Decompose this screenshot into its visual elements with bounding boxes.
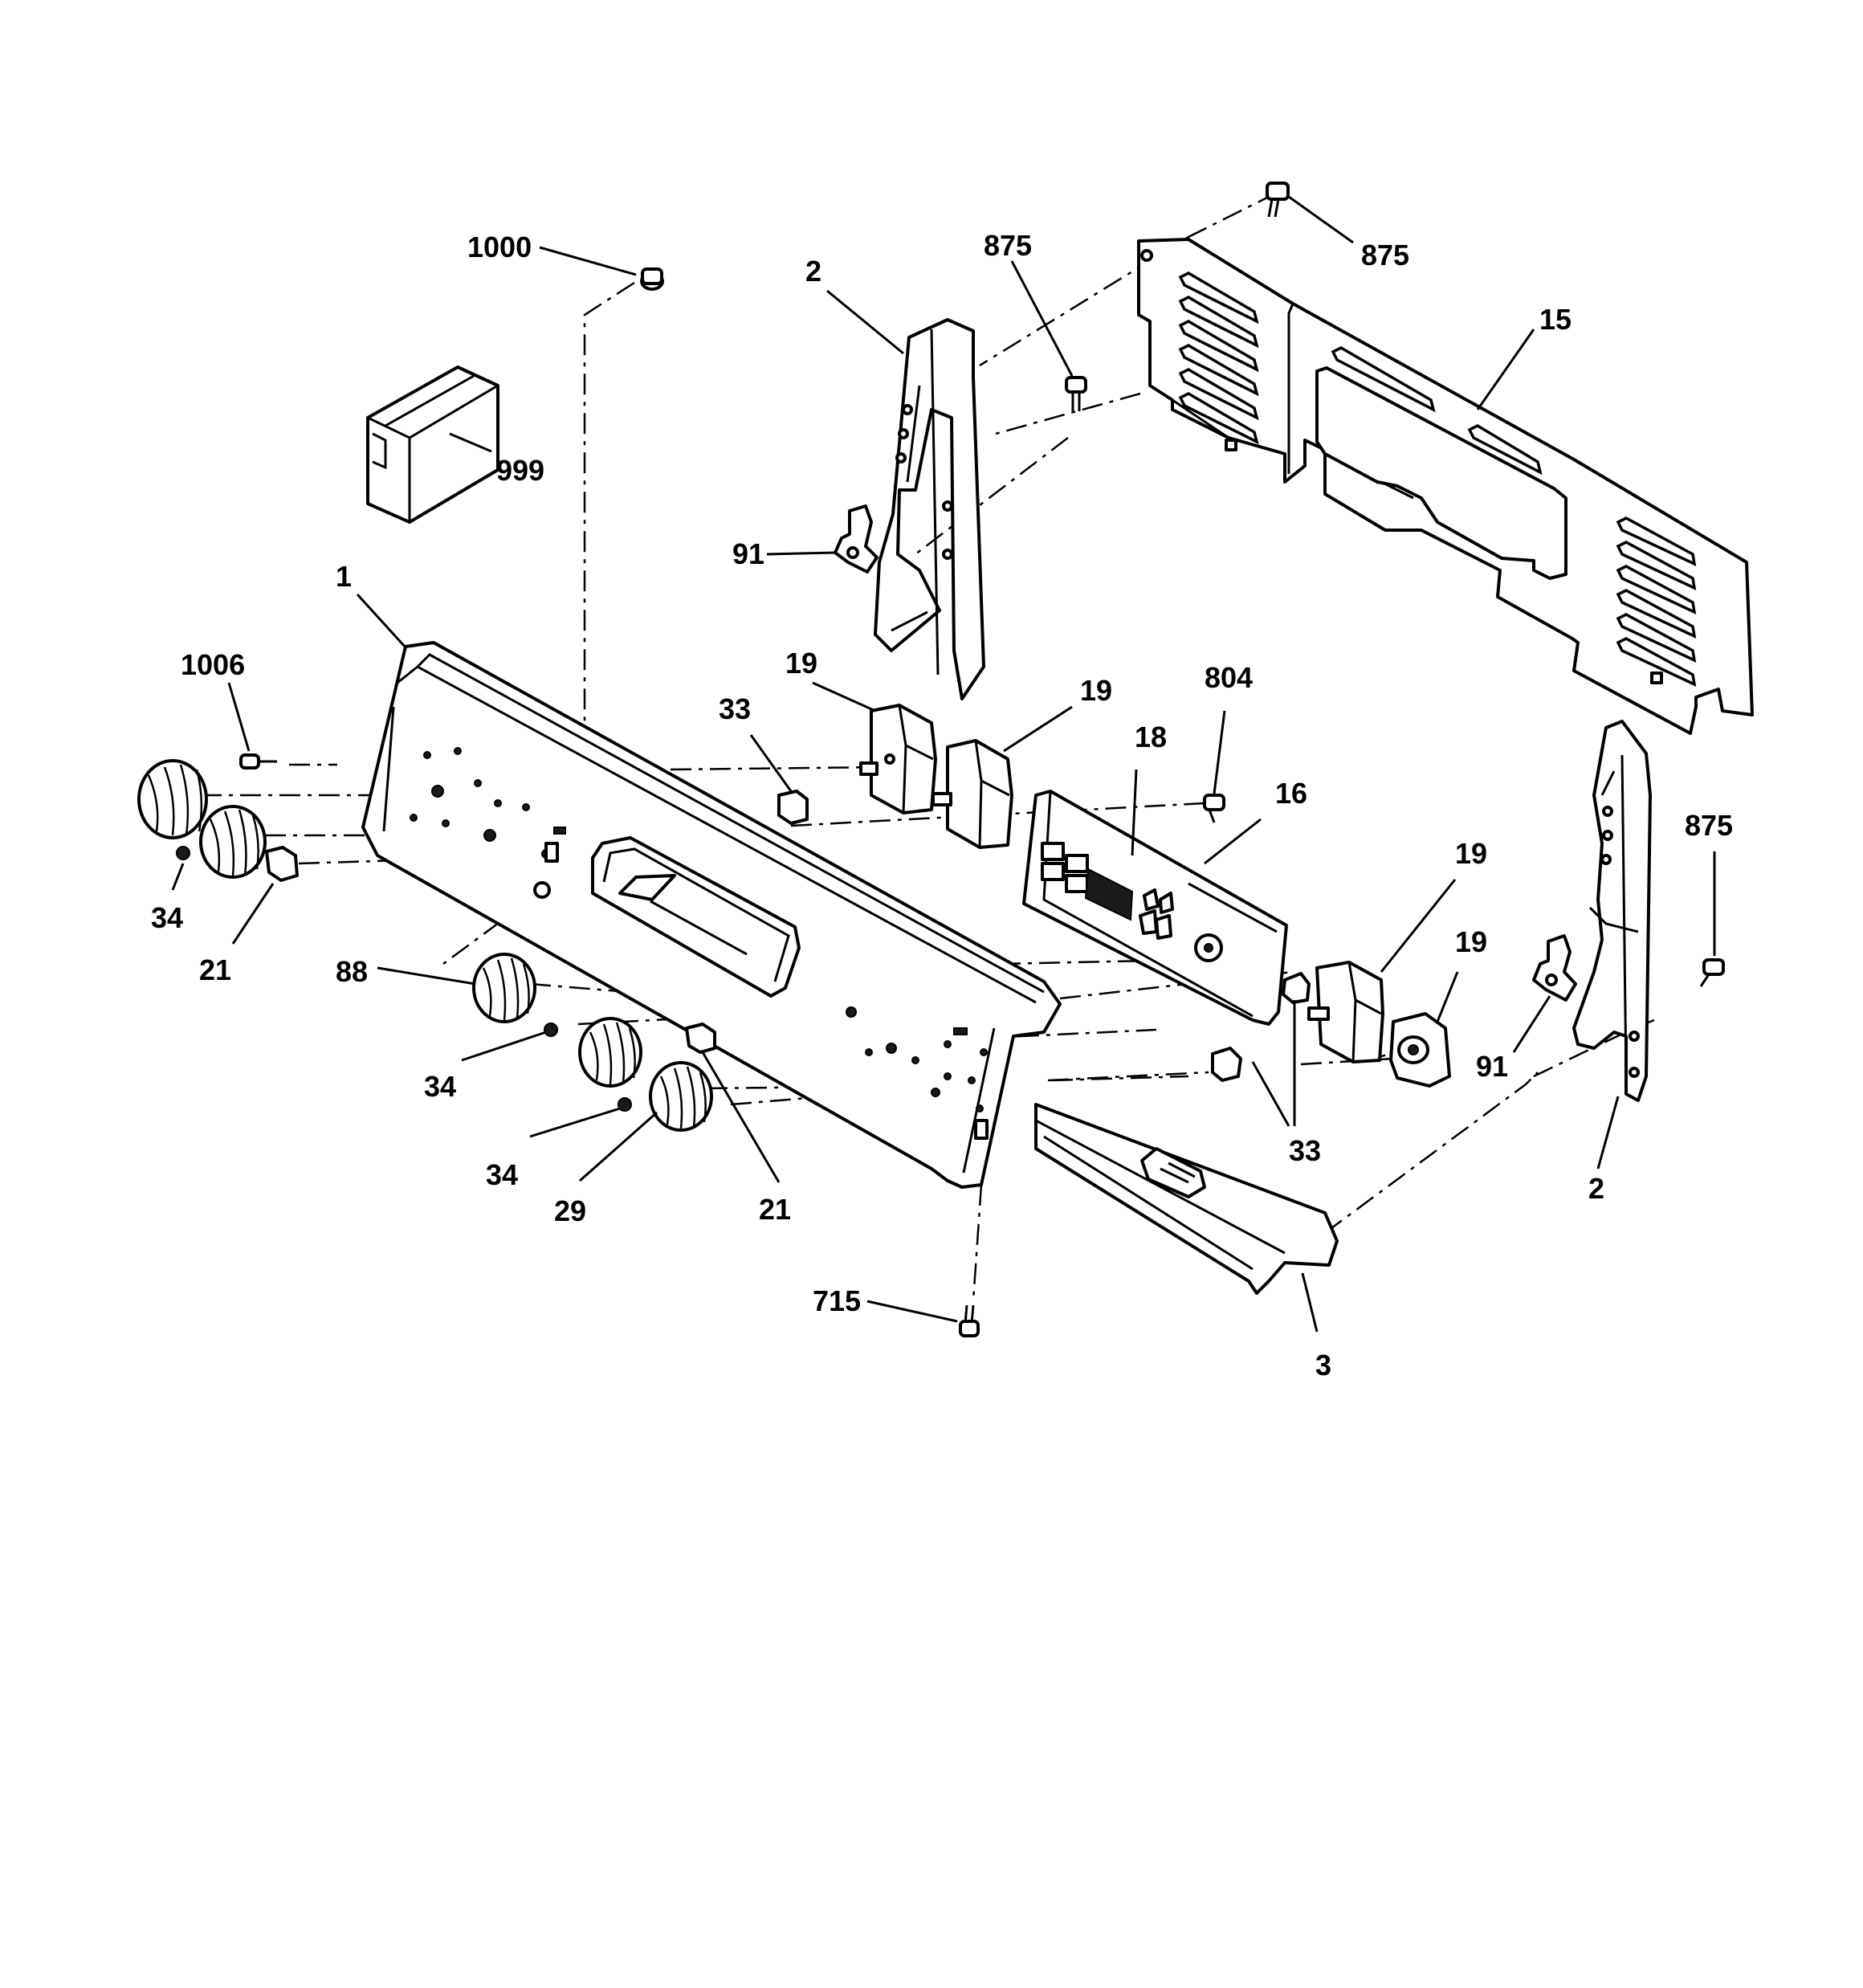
part-1-control-panel xyxy=(361,641,1062,1189)
callout-1: 1 xyxy=(336,560,352,593)
callout-804: 804 xyxy=(1205,661,1253,694)
part-16-control-board xyxy=(1022,790,1288,1026)
callout-21-b: 21 xyxy=(759,1193,791,1226)
callout-875-a: 875 xyxy=(984,229,1032,262)
knob-2 xyxy=(199,805,267,879)
callout-29: 29 xyxy=(554,1194,586,1227)
part-2-endcap-right xyxy=(1572,720,1652,1102)
callout-19-c: 19 xyxy=(1455,837,1487,870)
callout-3: 3 xyxy=(1315,1349,1331,1382)
callout-715: 715 xyxy=(813,1284,861,1317)
callout-33-a: 33 xyxy=(719,692,751,725)
callout-21-a: 21 xyxy=(199,953,231,986)
part-91-bracket-right xyxy=(1532,934,1577,1002)
part-1006-screw xyxy=(239,753,277,769)
callout-875-c: 875 xyxy=(1685,809,1733,842)
leader-lines xyxy=(171,195,1716,1333)
part-19-switch-b xyxy=(932,739,1013,849)
part-875-screw-top xyxy=(1266,182,1290,218)
callout-18: 18 xyxy=(1135,720,1167,753)
callout-33-b: 33 xyxy=(1289,1134,1321,1167)
knob-1 xyxy=(137,759,208,839)
part-34-spring-b xyxy=(544,1023,558,1037)
part-875-screw-mid xyxy=(1065,376,1087,411)
callout-15: 15 xyxy=(1539,303,1572,336)
callout-2-b: 2 xyxy=(1588,1172,1604,1205)
callout-34-a: 34 xyxy=(151,901,183,934)
callout-16: 16 xyxy=(1275,777,1307,810)
callout-91-b: 91 xyxy=(1476,1050,1508,1083)
callout-34-b: 34 xyxy=(424,1070,456,1103)
part-875-screw-right xyxy=(1699,958,1725,987)
callout-2-a: 2 xyxy=(805,255,821,288)
callout-34-c: 34 xyxy=(486,1158,518,1191)
callout-19-a: 19 xyxy=(785,647,817,680)
part-3-trim xyxy=(1034,1103,1339,1295)
part-33-clip-b xyxy=(1282,972,1311,1004)
knob-29-a xyxy=(578,1017,642,1088)
callout-875-b: 875 xyxy=(1361,239,1409,271)
knob-29-b xyxy=(649,1061,713,1132)
part-15-back-panel xyxy=(1137,238,1754,735)
part-715-screw xyxy=(959,1304,980,1337)
part-21-clip-b xyxy=(685,1023,716,1054)
callout-88: 88 xyxy=(336,955,368,988)
part-33-clip-a xyxy=(777,790,809,825)
part-999-box xyxy=(366,365,499,524)
knob-88 xyxy=(472,953,536,1023)
callout-labels: 1000 999 1 1006 34 21 88 34 34 29 21 715… xyxy=(151,229,1733,1382)
callout-19-d: 19 xyxy=(1455,925,1487,958)
part-19-switch-c xyxy=(1307,961,1384,1063)
part-19-switch-d xyxy=(1389,1012,1451,1088)
callout-19-b: 19 xyxy=(1080,674,1112,707)
part-34-spring-a xyxy=(176,846,190,860)
callout-999: 999 xyxy=(496,454,544,487)
callout-91-a: 91 xyxy=(732,537,764,570)
part-19-switch-a xyxy=(859,704,937,814)
part-34-spring-c xyxy=(618,1097,632,1112)
part-1000-screw xyxy=(640,267,664,291)
part-91-bracket-left xyxy=(834,504,879,574)
callout-1000: 1000 xyxy=(467,231,532,263)
part-21-clip-a xyxy=(265,846,299,882)
part-804-screw xyxy=(1203,794,1225,823)
part-33-clip-c xyxy=(1211,1047,1242,1082)
part-2-endcap-left xyxy=(874,318,985,700)
callout-1006: 1006 xyxy=(181,648,245,681)
